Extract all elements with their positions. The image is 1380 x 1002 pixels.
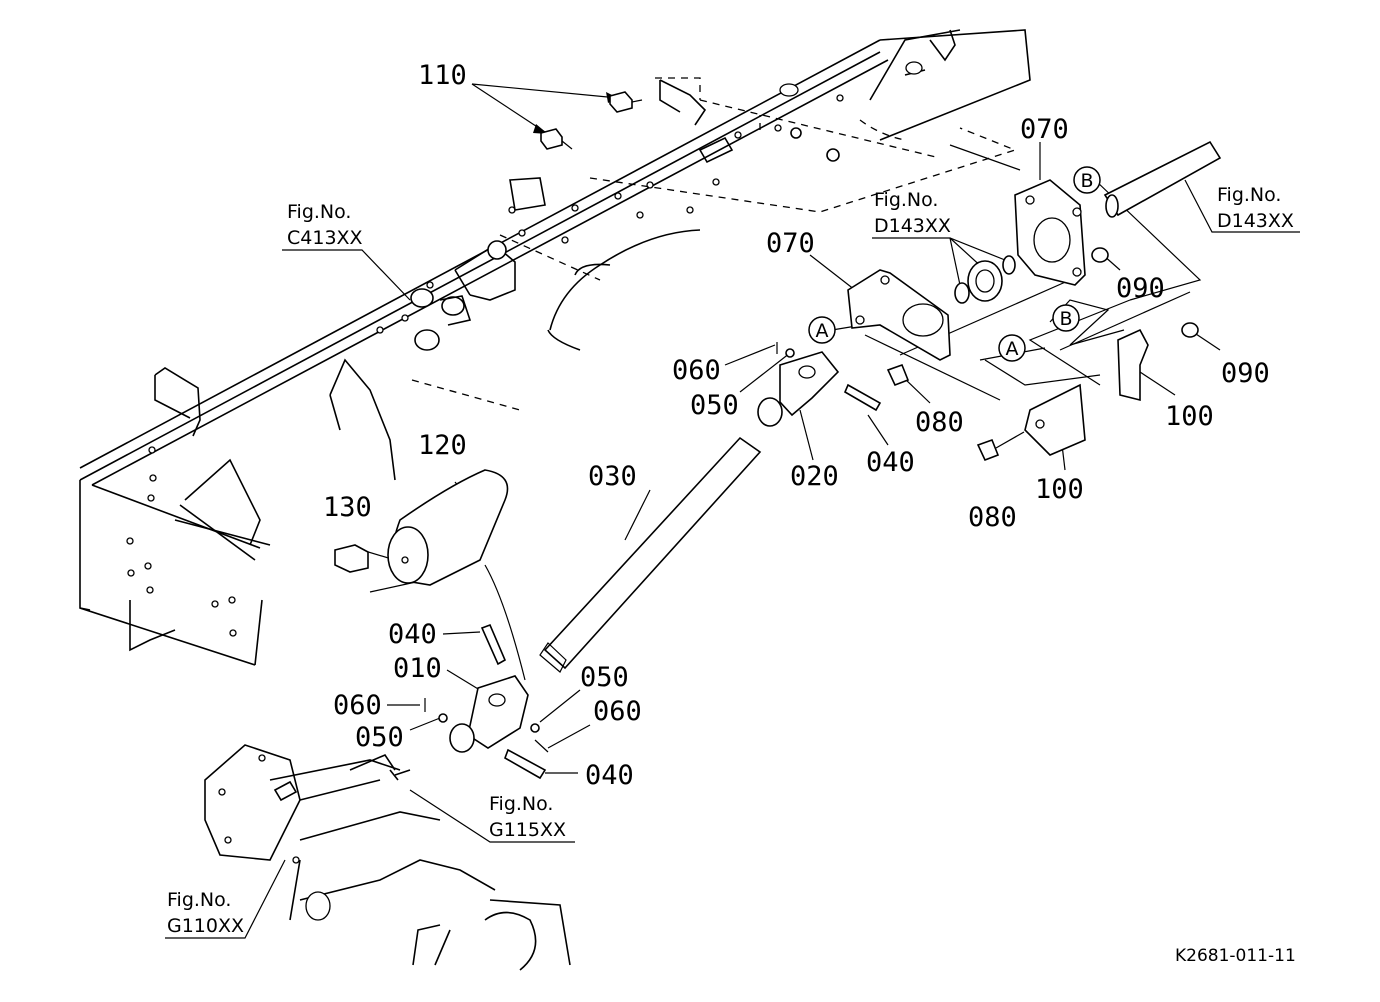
steering-gearbox-g110: [204, 744, 571, 971]
bolts-110: [540, 91, 643, 150]
ref-g115-head: Fig.No.: [489, 793, 553, 815]
ref-d143-right-code: D143XX: [1217, 210, 1294, 232]
steering-shaft-upper: [1103, 140, 1222, 218]
bracket-070-left: [847, 269, 951, 361]
marker-b-plate: B: [1059, 308, 1072, 330]
universal-joint-020: [757, 342, 882, 427]
tractor-frame: [79, 29, 1031, 666]
bracket-100-upper: [1117, 328, 1149, 402]
label-110: 110: [418, 60, 467, 91]
label-070-left: 070: [766, 228, 815, 259]
ref-d143-right-head: Fig.No.: [1217, 184, 1281, 206]
label-090-lower: 090: [1221, 358, 1270, 389]
figure-references: Fig.No. C413XX Fig.No. D143XX Fig.No. D1…: [167, 184, 1294, 937]
marker-b-plate-circle: [1052, 304, 1080, 332]
ref-g110-head: Fig.No.: [167, 889, 231, 911]
label-080-upper: 080: [915, 407, 964, 438]
label-060-right: 060: [593, 696, 642, 727]
label-040-mid: 040: [388, 619, 437, 650]
label-100-lower: 100: [1035, 474, 1084, 505]
label-050-left: 050: [355, 722, 404, 753]
ref-c413-head: Fig.No.: [287, 201, 351, 223]
label-100-upper: 100: [1165, 401, 1214, 432]
marker-b-bracket: B: [1080, 170, 1093, 192]
bearing-d143: [954, 255, 1016, 304]
reference-markers: A A B B: [808, 166, 1101, 362]
label-020: 020: [790, 461, 839, 492]
label-050-right: 050: [580, 662, 629, 693]
label-030: 030: [588, 461, 637, 492]
ref-g115-code: G115XX: [489, 819, 566, 841]
marker-a-plate: A: [1006, 338, 1019, 360]
ref-d143-left-head: Fig.No.: [874, 189, 938, 211]
drawing-code: K2681-011-11: [1175, 946, 1296, 966]
label-040-lower: 040: [585, 760, 634, 791]
universal-joint-010: [424, 623, 549, 780]
marker-a-plate-circle: [998, 334, 1026, 362]
cover-120: [387, 469, 526, 681]
label-120: 120: [418, 430, 467, 461]
label-090-upper: 090: [1116, 273, 1165, 304]
label-130: 130: [323, 492, 372, 523]
label-010: 010: [393, 653, 442, 684]
ref-g110-code: G110XX: [167, 915, 244, 937]
label-060-left: 060: [333, 690, 382, 721]
ref-c413-code: C413XX: [287, 227, 363, 249]
nuts-090: [1091, 247, 1199, 338]
label-080-lower: 080: [968, 502, 1017, 533]
bracket-070-right: [1014, 179, 1086, 286]
label-060-upper: 060: [672, 355, 721, 386]
label-070-right: 070: [1020, 114, 1069, 145]
label-050-upper: 050: [690, 390, 739, 421]
part-labels: 110 070 070 090 090 060 050 080 100 040 …: [323, 60, 1270, 791]
intermediate-shaft-030: [539, 436, 762, 673]
bracket-100-lower: [1024, 383, 1086, 456]
nut-130: [334, 544, 369, 573]
marker-b-circle: [1073, 166, 1101, 194]
bolts-080: [886, 363, 1000, 462]
marker-a-circle: [808, 316, 836, 344]
ref-d143-left-code: D143XX: [874, 215, 951, 237]
label-040-upper: 040: [866, 447, 915, 478]
marker-a-shaft: A: [816, 320, 829, 342]
